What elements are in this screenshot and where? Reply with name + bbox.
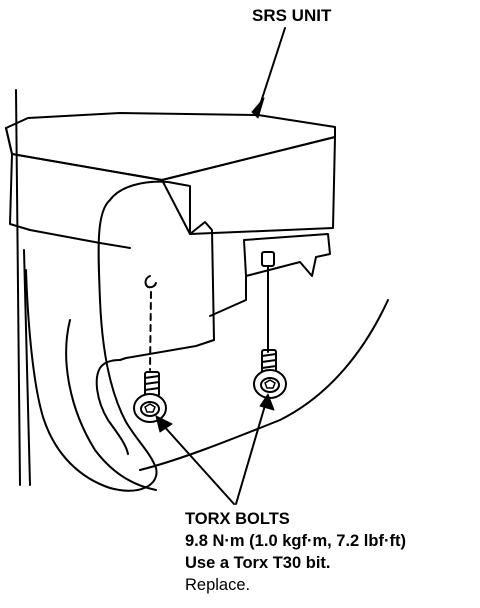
- srs-unit-housing: [5, 112, 336, 249]
- torx-bolts-leader-arrows: [155, 393, 275, 505]
- srs-unit-label: SRS UNIT: [252, 6, 332, 25]
- mounting-bracket: [119, 221, 331, 361]
- torx-bolt-right-icon: [253, 349, 287, 399]
- torx-bolt-left-icon: [133, 371, 167, 423]
- torque-spec: 9.8 N·m (1.0 kgf·m, 7.2 lbf·ft): [185, 532, 406, 550]
- torx-bolts-label: TORX BOLTS: [185, 510, 290, 528]
- bolt-hole-left: [144, 275, 157, 371]
- replace-note: Replace.: [185, 576, 251, 594]
- frame-panel: [25, 180, 389, 492]
- srs-unit-leader-arrow: [251, 27, 286, 119]
- tool-note: Use a Torx T30 bit.: [185, 554, 331, 572]
- pillar-lines: [15, 89, 31, 486]
- torx-bolts-callout: TORX BOLTS 9.8 N·m (1.0 kgf·m, 7.2 lbf·f…: [185, 508, 406, 596]
